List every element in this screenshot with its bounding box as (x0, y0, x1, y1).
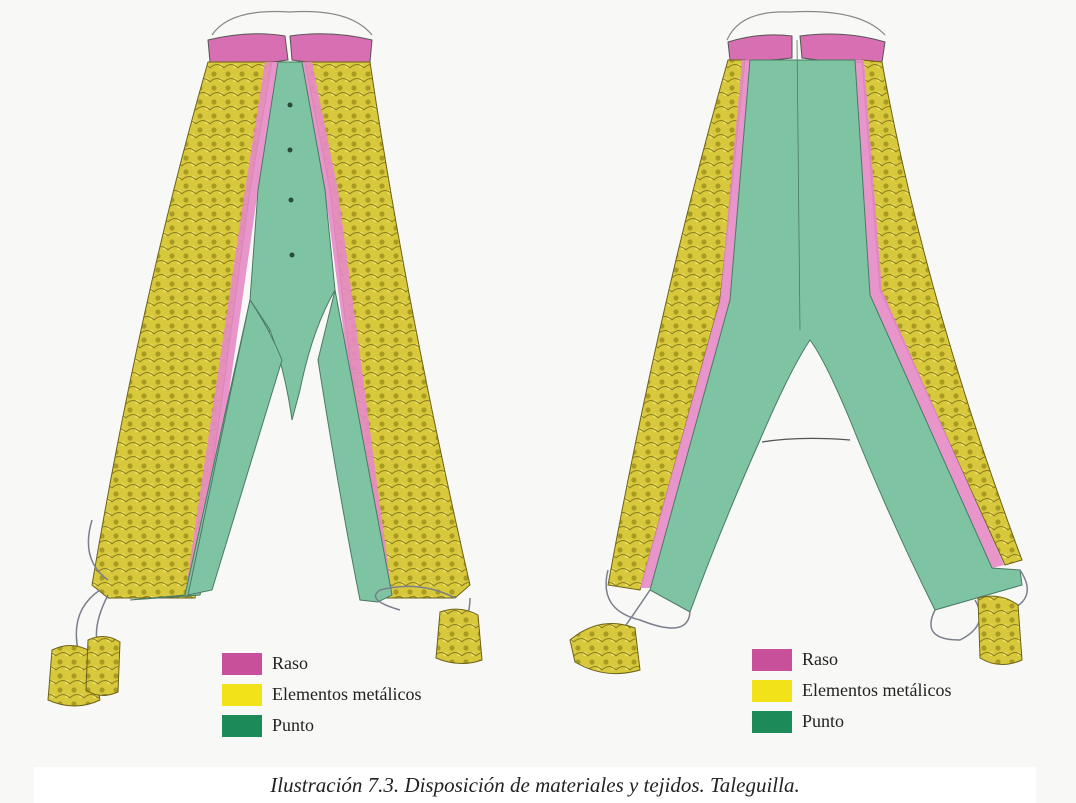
back-legend: Raso Elementos metálicos Punto (752, 647, 951, 740)
legend-item-raso: Raso (222, 651, 421, 676)
caption-bar: Ilustración 7.3. Disposición de material… (34, 767, 1036, 803)
figure-caption: Ilustración 7.3. Disposición de material… (34, 773, 1036, 798)
legend-item-punto: Punto (222, 713, 421, 738)
punto-swatch (222, 715, 262, 737)
legend-label-raso: Raso (272, 653, 308, 674)
front-legend: Raso Elementos metálicos Punto (222, 651, 421, 744)
back-waistband-right (800, 34, 885, 63)
front-waistband-right (290, 34, 372, 64)
legend-item-punto: Punto (752, 709, 951, 734)
front-button-1 (288, 103, 293, 108)
legend-item-metalicos: Elementos metálicos (222, 682, 421, 707)
raso-swatch (752, 649, 792, 671)
front-right-tassel (436, 609, 482, 663)
back-right-tassel (978, 596, 1022, 664)
legend-item-metalicos: Elementos metálicos (752, 678, 951, 703)
legend-label-punto: Punto (272, 715, 314, 736)
legend-label-metalicos: Elementos metálicos (272, 684, 421, 705)
front-waistband (208, 34, 288, 64)
punto-swatch (752, 711, 792, 733)
legend-label-punto: Punto (802, 711, 844, 732)
front-button-2 (288, 148, 293, 153)
metalicos-swatch (752, 680, 792, 702)
legend-label-raso: Raso (802, 649, 838, 670)
front-left-tassel-2 (86, 636, 120, 695)
legend-label-metalicos: Elementos metálicos (802, 680, 951, 701)
legend-item-raso: Raso (752, 647, 951, 672)
raso-swatch (222, 653, 262, 675)
metalicos-swatch (222, 684, 262, 706)
front-button-3 (289, 198, 294, 203)
front-button-4 (290, 253, 295, 258)
